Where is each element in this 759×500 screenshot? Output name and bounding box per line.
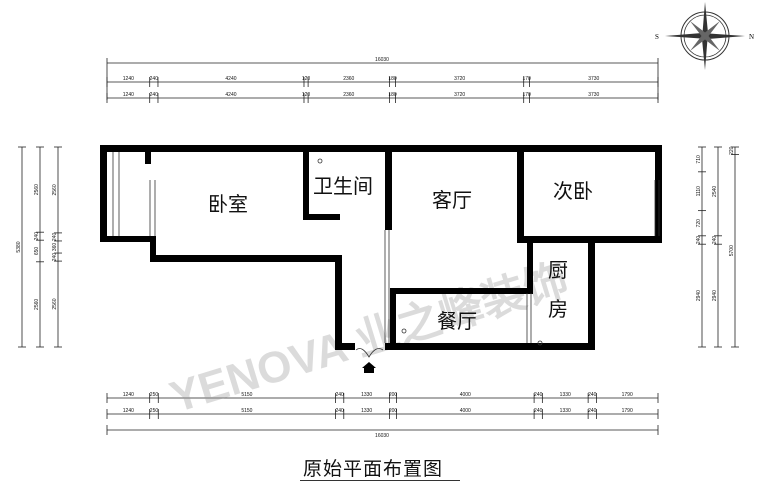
dimension-label: 1240 bbox=[123, 92, 134, 98]
dimension-label: 240 bbox=[150, 76, 159, 82]
dimension-label: 240 bbox=[588, 392, 597, 398]
compass-s-label: S bbox=[655, 33, 659, 41]
dimension-label: 3730 bbox=[588, 76, 599, 82]
dimension-label: 240 bbox=[335, 392, 344, 398]
dimension-label: 120 bbox=[302, 92, 311, 98]
walls bbox=[100, 145, 662, 350]
dimension-label: 2940 bbox=[712, 290, 718, 301]
room-label-kitchen-1: 厨 bbox=[548, 258, 568, 282]
dimension-label: 5150 bbox=[241, 408, 252, 414]
dimension-label: 1330 bbox=[361, 392, 372, 398]
dimension-label: 1110 bbox=[696, 186, 702, 197]
dimension-label: 1240 bbox=[123, 392, 134, 398]
room-label-dining-room: 餐厅 bbox=[437, 309, 477, 333]
dimension-label: 240 bbox=[696, 236, 702, 245]
dimension-label: 180 bbox=[388, 76, 397, 82]
compass-n-label: N bbox=[749, 33, 754, 41]
dimension-label: 2540 bbox=[712, 186, 718, 197]
dimension-label: 2360 bbox=[343, 76, 354, 82]
dimension-label: 1240 bbox=[123, 408, 134, 414]
dimension-label: 1790 bbox=[622, 392, 633, 398]
dimension-label: 4240 bbox=[225, 92, 236, 98]
dimension-label: 4240 bbox=[225, 76, 236, 82]
compass-icon: S N bbox=[655, 2, 754, 70]
dimension-label: 240 bbox=[335, 408, 344, 414]
dimension-label: 1240 bbox=[123, 76, 134, 82]
dimension-label: 2560 bbox=[52, 298, 58, 309]
dimension-label: 720 bbox=[696, 219, 702, 228]
windows-and-doors bbox=[112, 152, 660, 358]
entrance-arrow-icon bbox=[362, 362, 376, 373]
dimension-label: 200 bbox=[389, 392, 398, 398]
dimension-label: 16030 bbox=[375, 57, 389, 63]
dimension-label: 1790 bbox=[622, 408, 633, 414]
dimension-label: 2560 bbox=[52, 184, 58, 195]
dimension-label: 120 bbox=[302, 76, 311, 82]
dimension-label: 3720 bbox=[454, 92, 465, 98]
dimension-label: 3720 bbox=[454, 76, 465, 82]
dimension-label: 5380 bbox=[16, 241, 22, 252]
dimension-label: 360 bbox=[52, 243, 58, 252]
dimension-label: 240 bbox=[534, 408, 543, 414]
page-title: 原始平面布置图 bbox=[303, 458, 444, 480]
dimension-label: 2560 bbox=[34, 184, 40, 195]
room-label-bedroom: 卧室 bbox=[208, 192, 248, 216]
dimension-label: 200 bbox=[389, 408, 398, 414]
dimension-label: 2560 bbox=[34, 299, 40, 310]
dimension-label: 710 bbox=[696, 155, 702, 164]
dimension-lines bbox=[18, 58, 739, 435]
dimension-label: 250 bbox=[150, 408, 159, 414]
dimension-label: 250 bbox=[150, 392, 159, 398]
dimension-label: 2360 bbox=[343, 92, 354, 98]
room-label-bathroom: 卫生间 bbox=[313, 174, 373, 198]
dimension-label: 2940 bbox=[696, 290, 702, 301]
dimension-label: 180 bbox=[388, 92, 397, 98]
dimension-label: 240 bbox=[588, 408, 597, 414]
dimension-label: 650 bbox=[34, 247, 40, 256]
dimension-label: 170 bbox=[522, 92, 531, 98]
dimension-label: 240 bbox=[712, 236, 718, 245]
dimension-label: 4000 bbox=[460, 392, 471, 398]
dimension-labels: 16030 1240 240 4240 120 2360 180 3720 170 3730 124… bbox=[16, 57, 735, 439]
room-label-kitchen-2: 房 bbox=[548, 297, 568, 321]
dimension-label: 1330 bbox=[361, 408, 372, 414]
room-label-second-bedroom: 次卧 bbox=[553, 179, 593, 203]
dimension-label: 1330 bbox=[560, 392, 571, 398]
dimension-label: 240 bbox=[34, 232, 40, 241]
dimension-label: 4000 bbox=[460, 408, 471, 414]
dimension-label: 5150 bbox=[241, 392, 252, 398]
dimension-label: 240 bbox=[534, 392, 543, 398]
dimension-label: 170 bbox=[522, 76, 531, 82]
dimension-label: 16030 bbox=[375, 433, 389, 439]
dimension-label: 1330 bbox=[560, 408, 571, 414]
room-label-living-room: 客厅 bbox=[432, 188, 472, 212]
dimension-label: 240 bbox=[52, 233, 58, 242]
dimension-label: 220 bbox=[729, 146, 735, 155]
dimension-label: 5700 bbox=[729, 245, 735, 256]
dimension-label: 3730 bbox=[588, 92, 599, 98]
dimension-label: 240 bbox=[150, 92, 159, 98]
dimension-label: 240 bbox=[52, 253, 58, 262]
title-underline bbox=[300, 480, 460, 481]
